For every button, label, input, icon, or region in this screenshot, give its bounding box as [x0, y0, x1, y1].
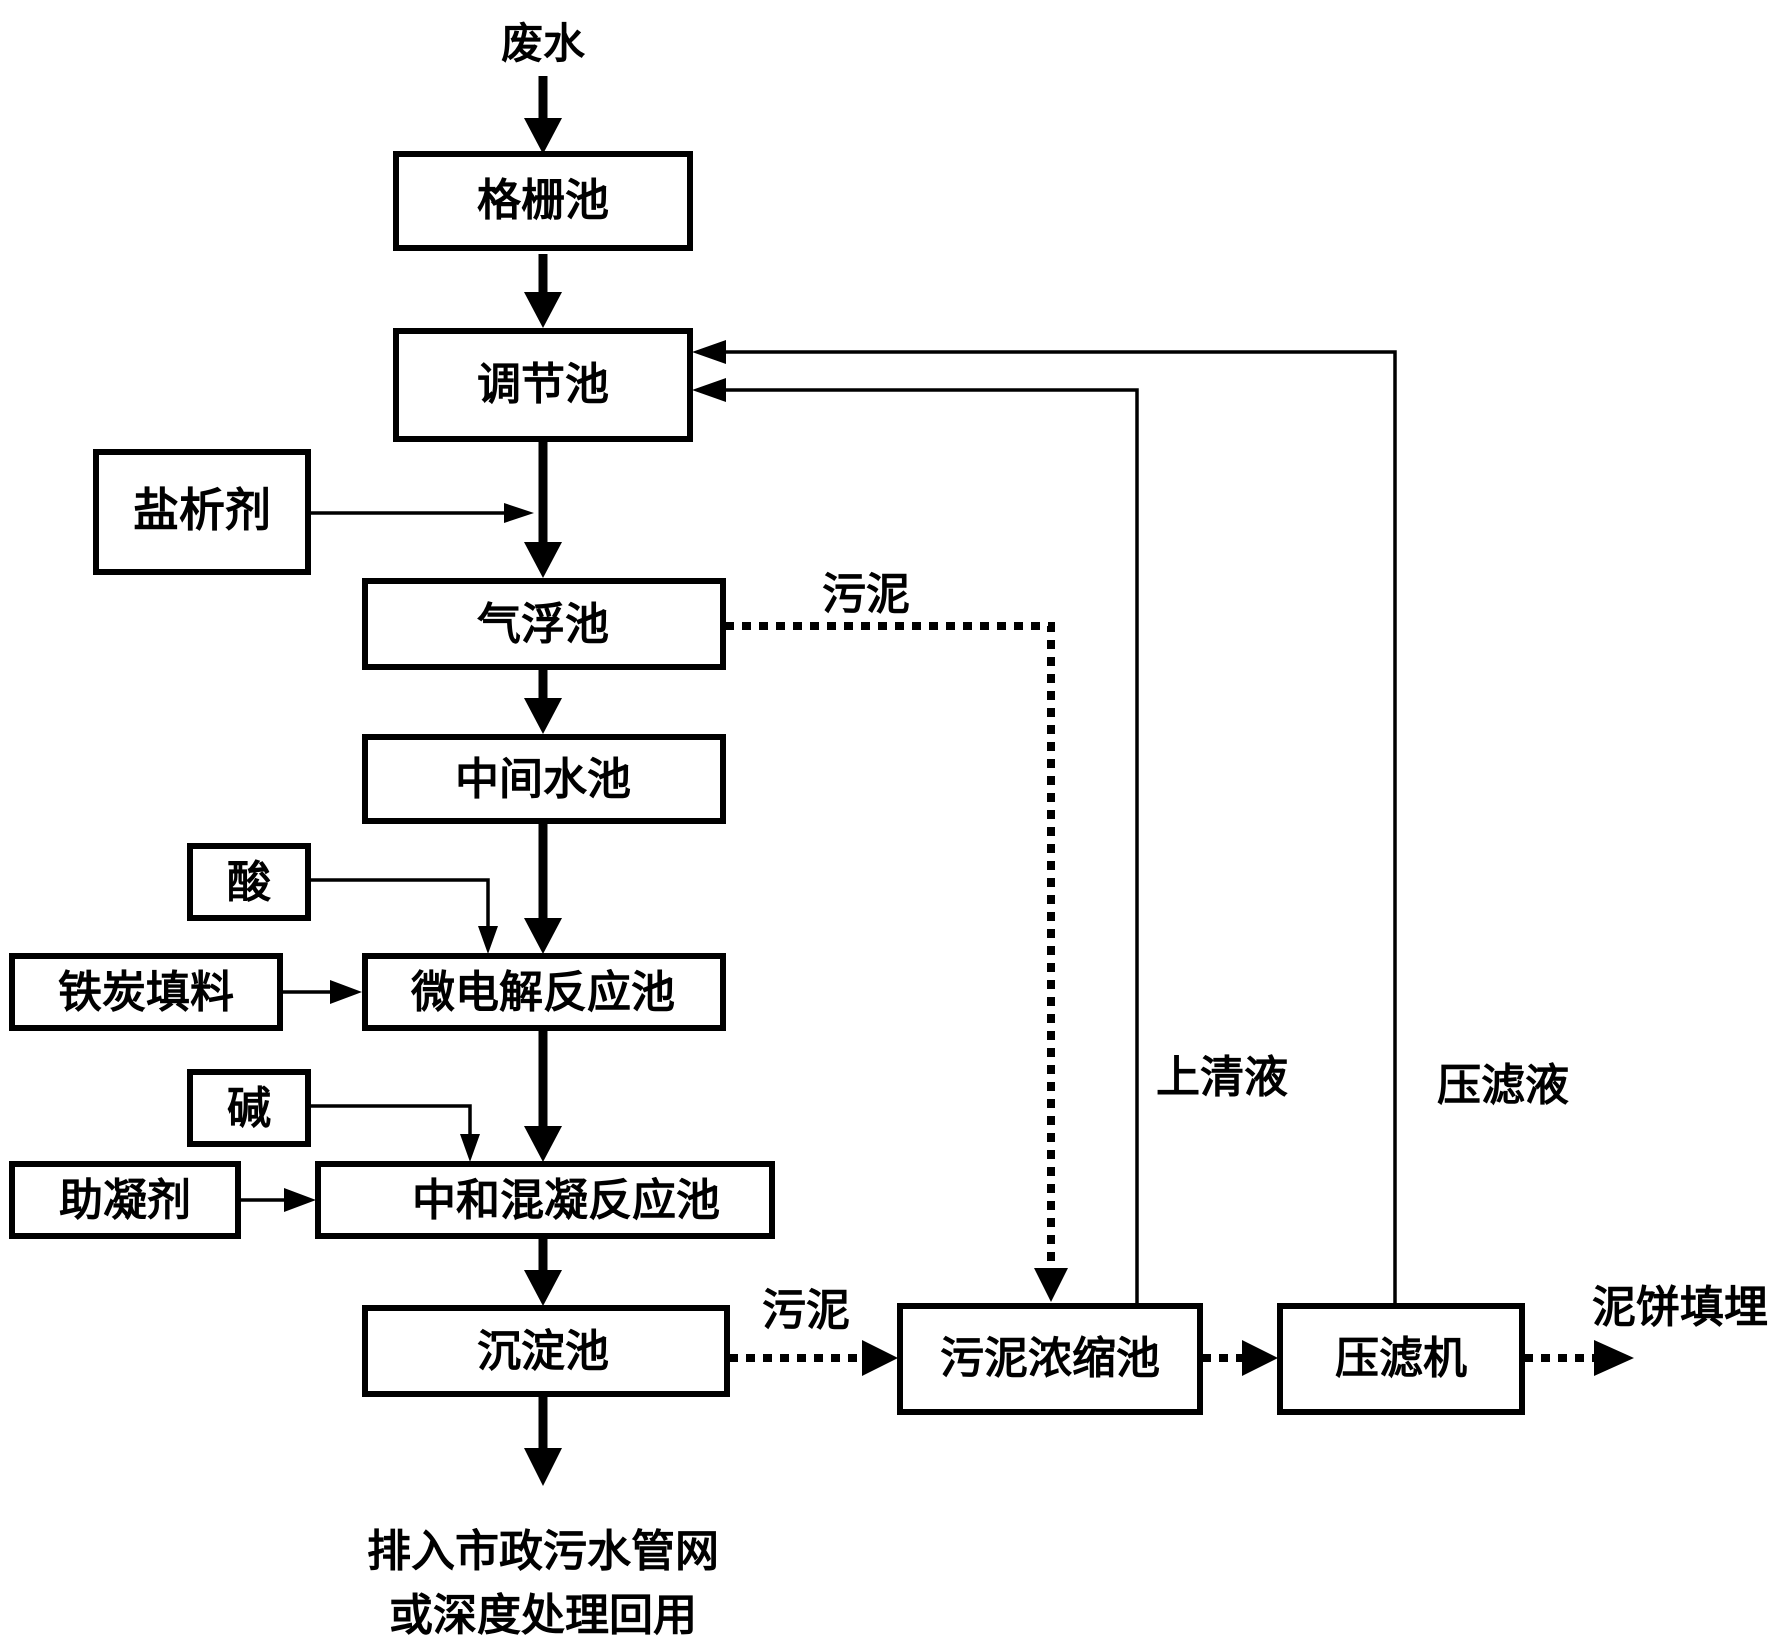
coagulant-aid-arrow — [238, 1188, 316, 1212]
grille-tank-label: 格栅池 — [477, 175, 609, 226]
press-to-disposal-line — [1524, 1340, 1634, 1376]
micro-electrolysis-tank: 微电解反应池 — [362, 953, 726, 1031]
iron-carbon-arrow — [280, 980, 362, 1004]
micro-electrolysis-tank-label: 微电解反应池 — [410, 967, 675, 1018]
filtrate-label: 压滤液 — [1437, 1060, 1569, 1111]
alkali-label: 碱 — [227, 1083, 271, 1134]
thickener-to-press-line — [1202, 1340, 1278, 1376]
sedimentation-tank: 沉淀池 — [362, 1305, 730, 1397]
grille-tank: 格栅池 — [393, 151, 693, 251]
sedimentation-tank-label: 沉淀池 — [477, 1326, 609, 1377]
flotation-sludge-line — [725, 622, 1068, 1302]
air-flotation-tank-label: 气浮池 — [477, 599, 609, 650]
iron-carbon-filler-label: 铁炭填料 — [58, 967, 234, 1018]
acid-arrow — [308, 878, 498, 954]
sedimentation-sludge-label: 污泥 — [762, 1285, 850, 1336]
filtrate-return-line — [692, 340, 1397, 1306]
salting-agent-arrow — [308, 503, 534, 523]
equalization-tank: 调节池 — [393, 328, 693, 442]
air-flotation-tank: 气浮池 — [362, 578, 726, 670]
sludge-thickener-tank: 污泥浓缩池 — [897, 1303, 1203, 1415]
cake-landfill-label: 泥饼填埋 — [1592, 1282, 1768, 1333]
alkali-box: 碱 — [187, 1069, 311, 1147]
salting-agent-box: 盐析剂 — [93, 449, 311, 575]
supernatant-label: 上清液 — [1156, 1052, 1288, 1103]
filter-press-label: 压滤机 — [1335, 1333, 1467, 1384]
filter-press: 压滤机 — [1277, 1303, 1525, 1415]
alkali-arrow — [308, 1104, 480, 1162]
neutralization-coagulation-tank: 中和混凝反应池 — [315, 1161, 775, 1239]
acid-box: 酸 — [187, 843, 311, 921]
intermediate-water-tank: 中间水池 — [362, 734, 726, 824]
sludge-thickener-label: 污泥浓缩池 — [940, 1333, 1160, 1384]
intermediate-water-tank-label: 中间水池 — [455, 754, 631, 805]
iron-carbon-filler-box: 铁炭填料 — [9, 953, 283, 1031]
coagulant-aid-label: 助凝剂 — [59, 1175, 191, 1226]
sedimentation-sludge-line — [729, 1340, 898, 1376]
equalization-tank-label: 调节池 — [477, 359, 609, 410]
main-flow-arrows — [524, 76, 562, 1486]
neutralization-coagulation-tank-label: 中和混凝反应池 — [412, 1175, 720, 1226]
discharge-output-line1: 排入市政污水管网 — [367, 1526, 719, 1577]
coagulant-aid-box: 助凝剂 — [9, 1161, 241, 1239]
wastewater-input-label: 废水 — [501, 19, 586, 68]
discharge-output-line2: 或深度处理回用 — [389, 1590, 697, 1641]
acid-label: 酸 — [227, 857, 272, 908]
flotation-sludge-label: 污泥 — [822, 569, 910, 620]
supernatant-return-line — [692, 378, 1139, 1306]
salting-agent-label: 盐析剂 — [133, 483, 271, 537]
